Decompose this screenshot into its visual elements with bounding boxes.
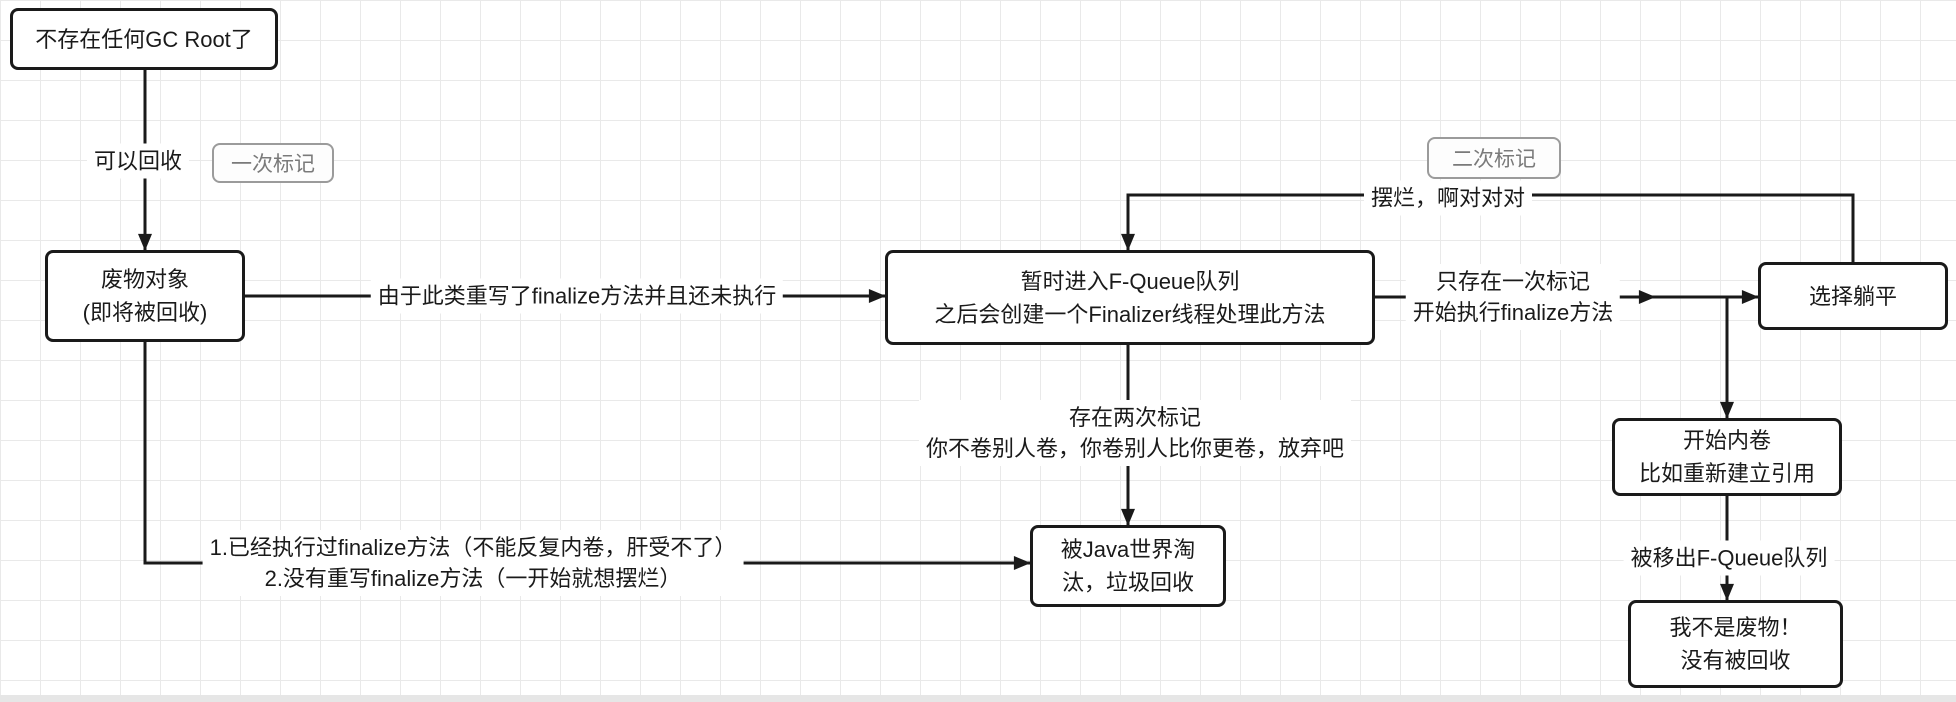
node-involution-line1: 开始内卷 (1682, 428, 1771, 453)
node-lie-flat: 选择躺平 (1758, 262, 1948, 330)
node-eliminated-line1: 被Java世界淘 (1060, 537, 1196, 562)
node-involution-line2: 比如重新建立引用 (1638, 461, 1815, 486)
edge-label-no-finalize: 1.已经执行过finalize方法（不能反复内卷，肝受不了） 2.没有重写fin… (202, 530, 744, 596)
badge-second-mark: 二次标记 (1427, 137, 1561, 179)
edge-label-two-marks-line1: 存在两次标记 (1068, 405, 1202, 430)
node-eliminated-line2: 汰，垃圾回收 (1061, 570, 1194, 595)
edge-label-give-up: 摆烂，啊对对对 (1363, 180, 1533, 216)
node-lie-flat-label: 选择躺平 (1808, 283, 1897, 309)
node-waste-object-line1: 废物对象 (100, 267, 189, 292)
node-waste-object: 废物对象 (即将被回收) (45, 250, 245, 342)
edge-label-no-finalize-line1: 1.已经执行过finalize方法（不能反复内卷，肝受不了） (209, 535, 737, 560)
node-gc-root: 不存在任何GC Root了 (10, 8, 278, 70)
node-eliminated: 被Java世界淘 汰，垃圾回收 (1030, 525, 1226, 607)
node-not-waste-line2: 没有被回收 (1680, 648, 1791, 673)
edge-label-one-mark-line1: 只存在一次标记 (1435, 269, 1591, 294)
edge-label-overrides-finalize: 由于此类重写了finalize方法并且还未执行 (370, 278, 784, 314)
node-gc-root-label: 不存在任何GC Root了 (35, 26, 253, 52)
edge-label-removed-from-fqueue: 被移出F-Queue队列 (1623, 540, 1835, 576)
node-not-waste-line1: 我不是废物！ (1669, 615, 1802, 640)
node-fqueue-line2: 之后会创建一个Finalizer线程处理此方法 (934, 301, 1326, 327)
node-involution: 开始内卷 比如重新建立引用 (1612, 418, 1842, 496)
node-fqueue: 暂时进入F-Queue队列 之后会创建一个Finalizer线程处理此方法 (885, 250, 1375, 345)
node-not-waste: 我不是废物！ 没有被回收 (1628, 600, 1843, 688)
horizontal-scrollbar[interactable] (0, 695, 1956, 702)
edge-label-one-mark: 只存在一次标记 开始执行finalize方法 (1405, 264, 1621, 330)
badge-first-mark: 一次标记 (212, 143, 334, 183)
edge-label-two-marks: 存在两次标记 你不卷别人卷，你卷别人比你更卷，放弃吧 (918, 400, 1352, 466)
node-waste-object-line2: (即将被回收) (82, 300, 208, 325)
node-fqueue-line1: 暂时进入F-Queue队列 (1020, 268, 1240, 294)
edge-label-one-mark-line2: 开始执行finalize方法 (1412, 300, 1614, 325)
edge-label-two-marks-line2: 你不卷别人卷，你卷别人比你更卷，放弃吧 (925, 436, 1345, 461)
edge-label-no-finalize-line2: 2.没有重写finalize方法（一开始就想摆烂） (264, 566, 682, 591)
edge-label-recyclable: 可以回收 (86, 143, 190, 179)
